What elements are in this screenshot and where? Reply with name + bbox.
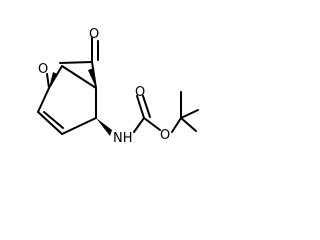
molecule-canvas: O O NH O O [37,27,199,146]
bond [171,117,182,133]
atom-label-ring-oxygen: O [38,62,48,77]
bond [136,95,145,119]
bond [61,65,97,89]
bond [59,61,93,64]
atom-label-ester-oxygen: O [160,128,170,143]
bond [46,73,50,89]
bond [143,117,161,131]
atom-label-carbamate-carbonyl-oxygen: O [135,85,145,100]
bond [133,117,145,133]
stereo-wedge-bond [49,72,57,88]
molecule-structure: O O NH O O [37,27,199,146]
stereo-wedge-bond [88,68,96,88]
bond [37,111,63,135]
bond [48,65,63,89]
bond [37,87,50,113]
bond [180,117,197,132]
bond [43,111,64,129]
bond [180,109,199,119]
atom-label-carbonyl-oxygen: O [89,27,99,42]
stereo-wedge-bond [96,118,112,136]
atom-label-amide-nitrogen: NH [113,131,133,146]
bond [142,95,151,118]
bond [61,117,97,135]
